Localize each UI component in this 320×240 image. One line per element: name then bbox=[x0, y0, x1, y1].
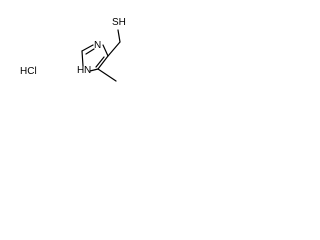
bond-c2-n3 bbox=[81, 44, 94, 52]
bond-ch2-s bbox=[117, 29, 121, 43]
bond-c4-c5-inner bbox=[95, 56, 105, 68]
bond-c5-n1 bbox=[89, 68, 99, 72]
atom-n-bottom: N bbox=[84, 65, 91, 76]
bond-c4-c5 bbox=[97, 55, 109, 70]
bond-c4-ch2 bbox=[107, 41, 121, 57]
atom-thiol: SH bbox=[112, 17, 126, 28]
atom-n-top: N bbox=[94, 40, 101, 51]
salt-label: HCl bbox=[20, 66, 37, 77]
bond-n1-c2 bbox=[81, 50, 84, 67]
atom-n-bottom-h: H bbox=[77, 65, 84, 76]
bond-c2-n3-double bbox=[85, 48, 95, 55]
bond-n3-c4 bbox=[102, 44, 109, 57]
molecule-structure: N H N SH HCl bbox=[20, 17, 126, 82]
bond-c5-methyl bbox=[97, 68, 117, 82]
